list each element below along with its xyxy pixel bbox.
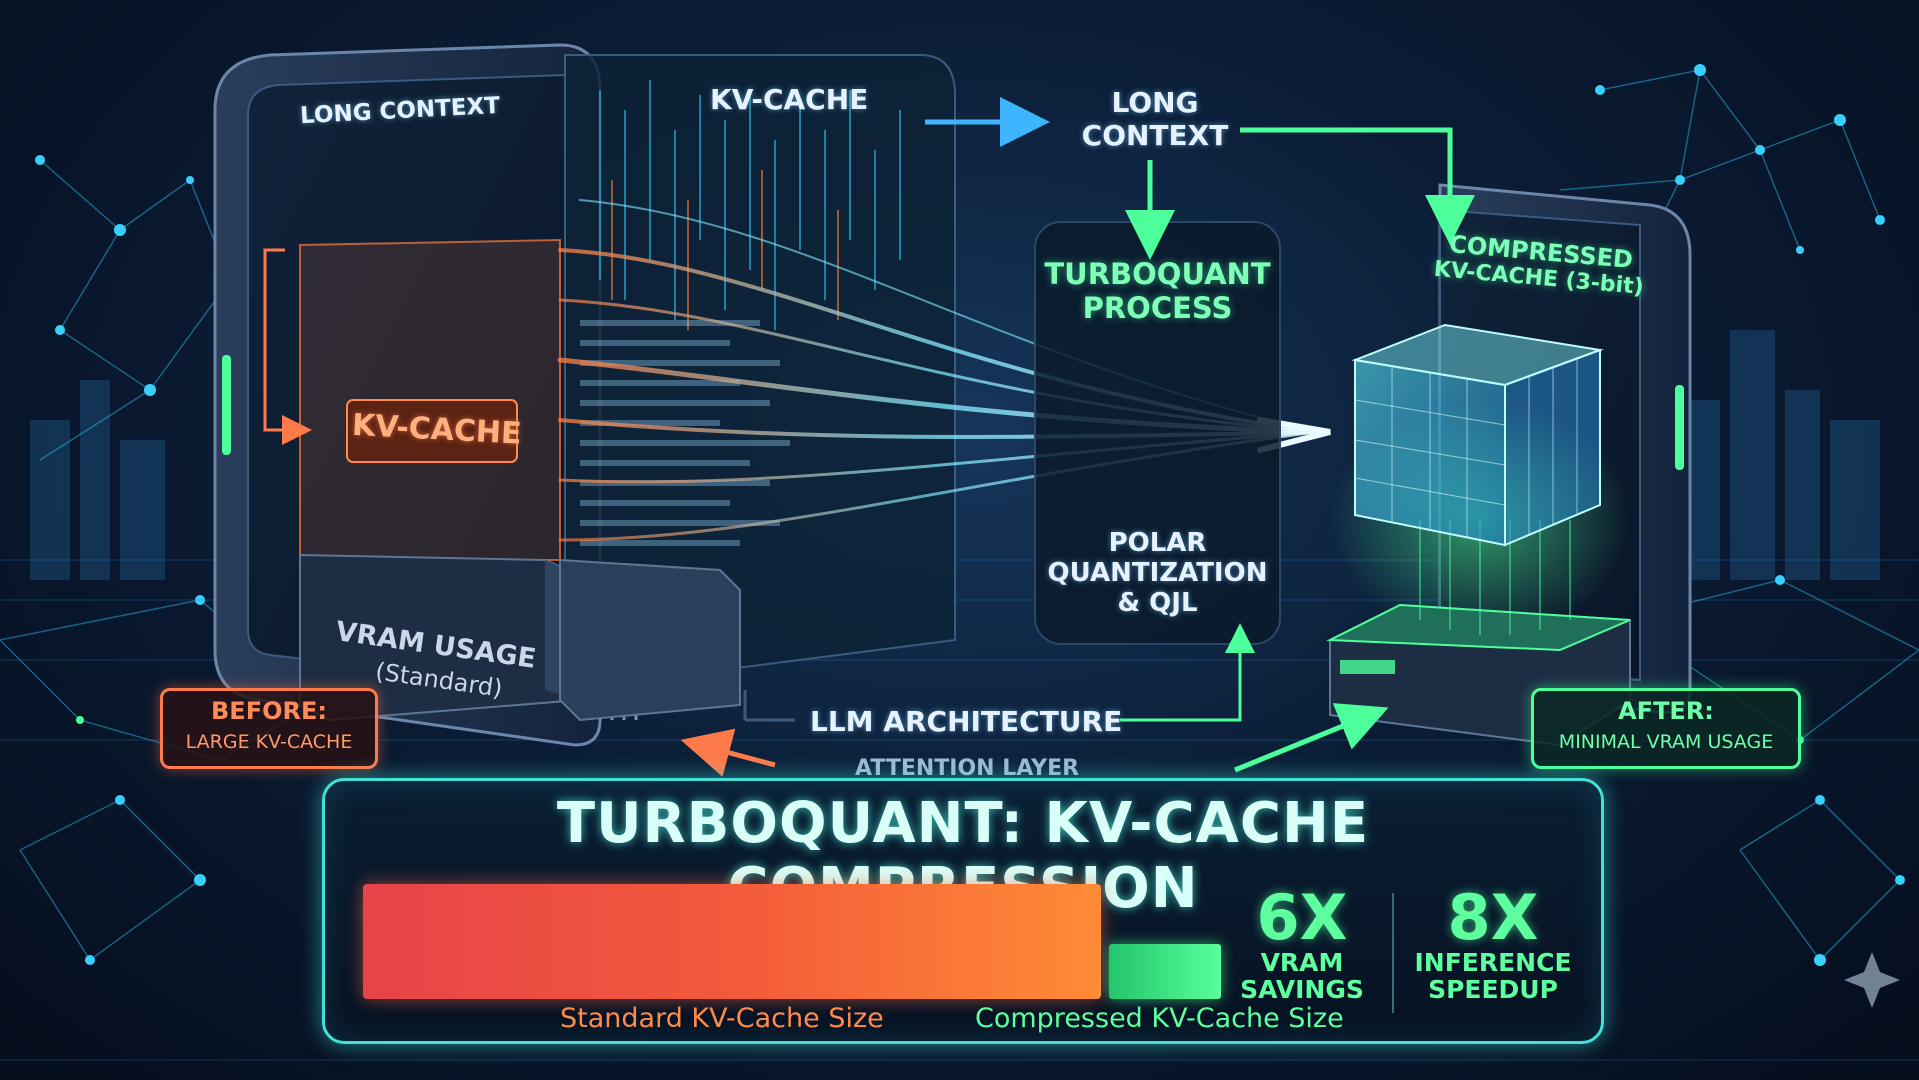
kv-cache-top-label: KV-CACHE	[710, 83, 869, 116]
inference-speedup-value: 8X	[1447, 881, 1539, 954]
after-badge: AFTER: MINIMAL VRAM USAGE	[1531, 688, 1801, 769]
right-device	[1326, 183, 1692, 747]
standard-size-bar	[363, 884, 1101, 999]
after-title: AFTER:	[1618, 697, 1714, 725]
compressed-cube	[1351, 323, 1604, 547]
turboquant-process-label: TURBOQUANT PROCESS	[1044, 257, 1271, 325]
long-context-flow-label: LONG CONTEXT	[1081, 86, 1229, 152]
attention-layer-label: ATTENTION LAYER	[855, 756, 1080, 781]
inference-speedup-caption: INFERENCE SPEEDUP	[1414, 948, 1572, 1004]
vram-savings-caption: VRAM SAVINGS	[1240, 948, 1364, 1004]
polar-quantization-label: POLAR QUANTIZATION & QJL	[1047, 528, 1268, 618]
before-badge: BEFORE: LARGE KV-CACHE	[160, 688, 378, 769]
vram-base	[299, 553, 741, 722]
arrow-into-kv	[263, 248, 312, 445]
llm-architecture-label: LLM ARCHITECTURE	[810, 705, 1123, 738]
before-title: BEFORE:	[211, 697, 327, 725]
vram-savings-value: 6X	[1256, 881, 1348, 954]
standard-size-label: Standard KV-Cache Size	[560, 1003, 884, 1034]
stat-divider	[1392, 893, 1394, 1013]
flow-arrows	[680, 97, 1475, 777]
compressed-size-label: Compressed KV-Cache Size	[975, 1003, 1344, 1034]
sparkle-icon	[1844, 952, 1900, 1008]
compression-panel: TURBOQUANT: KV-CACHE COMPRESSION Standar…	[322, 778, 1604, 1044]
compressed-size-bar	[1109, 944, 1221, 999]
after-subtitle: MINIMAL VRAM USAGE	[1558, 731, 1774, 753]
before-subtitle: LARGE KV-CACHE	[185, 731, 353, 753]
